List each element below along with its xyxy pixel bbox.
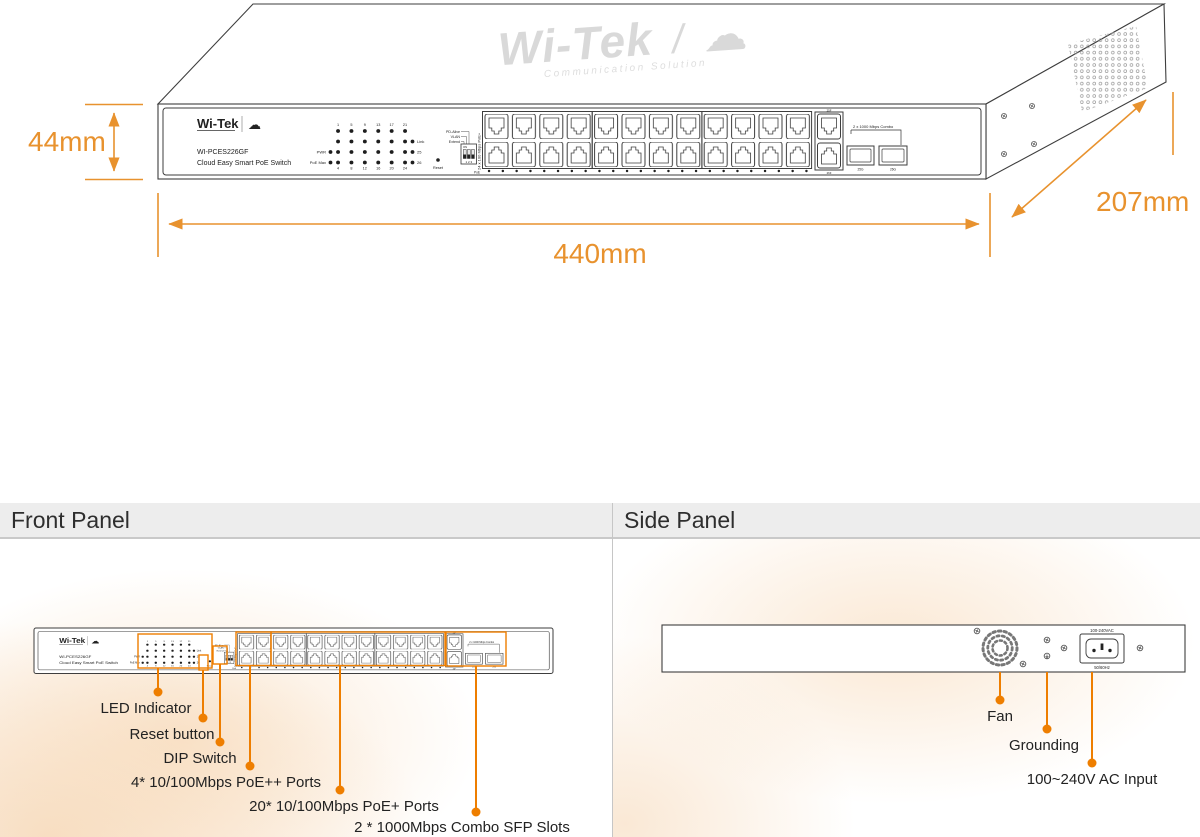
vent-grille: [1068, 26, 1148, 112]
watermark-separator: /: [670, 17, 686, 63]
watermark: Wi-Tek / ☁ Communication Solution: [496, 0, 879, 83]
watermark-brand: Wi-Tek: [496, 12, 655, 76]
watermark-tagline: Communication Solution: [543, 57, 708, 81]
depth-dimension-label: 207mm: [1096, 186, 1190, 217]
switch-3d-view: [156, 3, 1167, 180]
height-dimension-label: 44mm: [28, 126, 106, 157]
dimension-440mm: [157, 193, 991, 257]
watermark-cloud-icon: ☁: [702, 9, 749, 60]
side-face-screws: [1001, 103, 1037, 157]
top-face: [156, 3, 1167, 105]
side-face: [985, 3, 1167, 180]
side-panel-title: Side Panel: [624, 507, 736, 533]
section-divider: [612, 503, 613, 837]
side-panel-section: Side Panel: [613, 503, 1200, 837]
width-dimension-label: 440mm: [553, 238, 647, 269]
front-panel-title: Front Panel: [11, 507, 130, 533]
dimension-207mm: [1011, 92, 1174, 218]
front-panel-header: Front Panel: [0, 503, 612, 539]
dimension-44mm: [85, 103, 143, 181]
side-panel-header: Side Panel: [613, 503, 1200, 539]
front-bezel: [157, 103, 987, 180]
front-panel-section: Front Panel: [0, 503, 612, 837]
